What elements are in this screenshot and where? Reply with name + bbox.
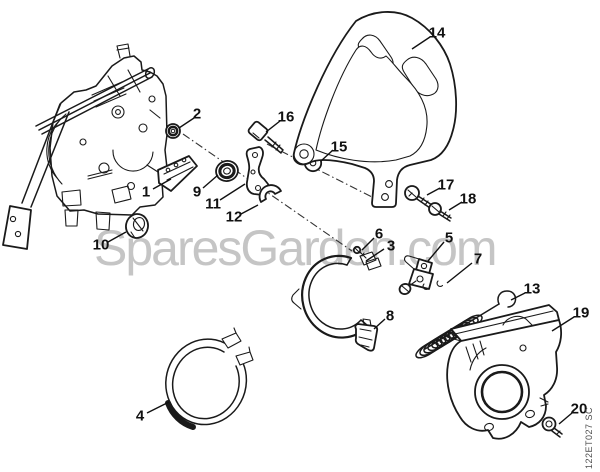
leader-line-5 [427,241,445,262]
screw-17 [404,185,433,209]
assembly-axis-lines [182,133,375,252]
leader-line-13 [510,292,526,301]
leader-line-6 [361,237,375,251]
leader-line-17 [426,187,441,196]
plate-code: 122ET027 SC [584,406,594,469]
grommet-9 [215,160,239,182]
leader-line-20 [558,412,573,425]
leader-line-18 [448,201,463,211]
plug-10 [125,213,149,239]
leader-line-16 [265,120,281,133]
pawl-12 [258,184,282,203]
leader-line-10 [107,231,127,243]
leader-line-7 [446,262,473,284]
hand-guard-14 [292,11,458,208]
washer-2 [165,123,181,139]
leader-line-9 [202,174,219,189]
leader-line-14 [411,36,431,50]
leader-line-1 [152,178,172,190]
lever-assembly-5 [398,255,434,295]
leader-line-15 [320,149,334,162]
leader-line-4 [146,401,170,414]
e-clips-7 [422,280,444,290]
screw-20 [541,416,563,438]
bracket-8 [354,318,379,352]
leader-lines [107,36,575,425]
screw-18 [428,202,452,222]
leader-line-12 [240,204,259,215]
screw-6 [352,245,367,259]
leader-line-2 [178,117,195,129]
leader-line-11 [219,183,246,201]
crankcase-housing [2,43,198,250]
leader-line-19 [551,316,575,332]
brake-band-4 [165,327,254,430]
leader-line-8 [373,318,386,330]
leader-line-3 [365,248,385,262]
bolt-16 [247,120,284,154]
brake-cover-19 [446,304,563,440]
